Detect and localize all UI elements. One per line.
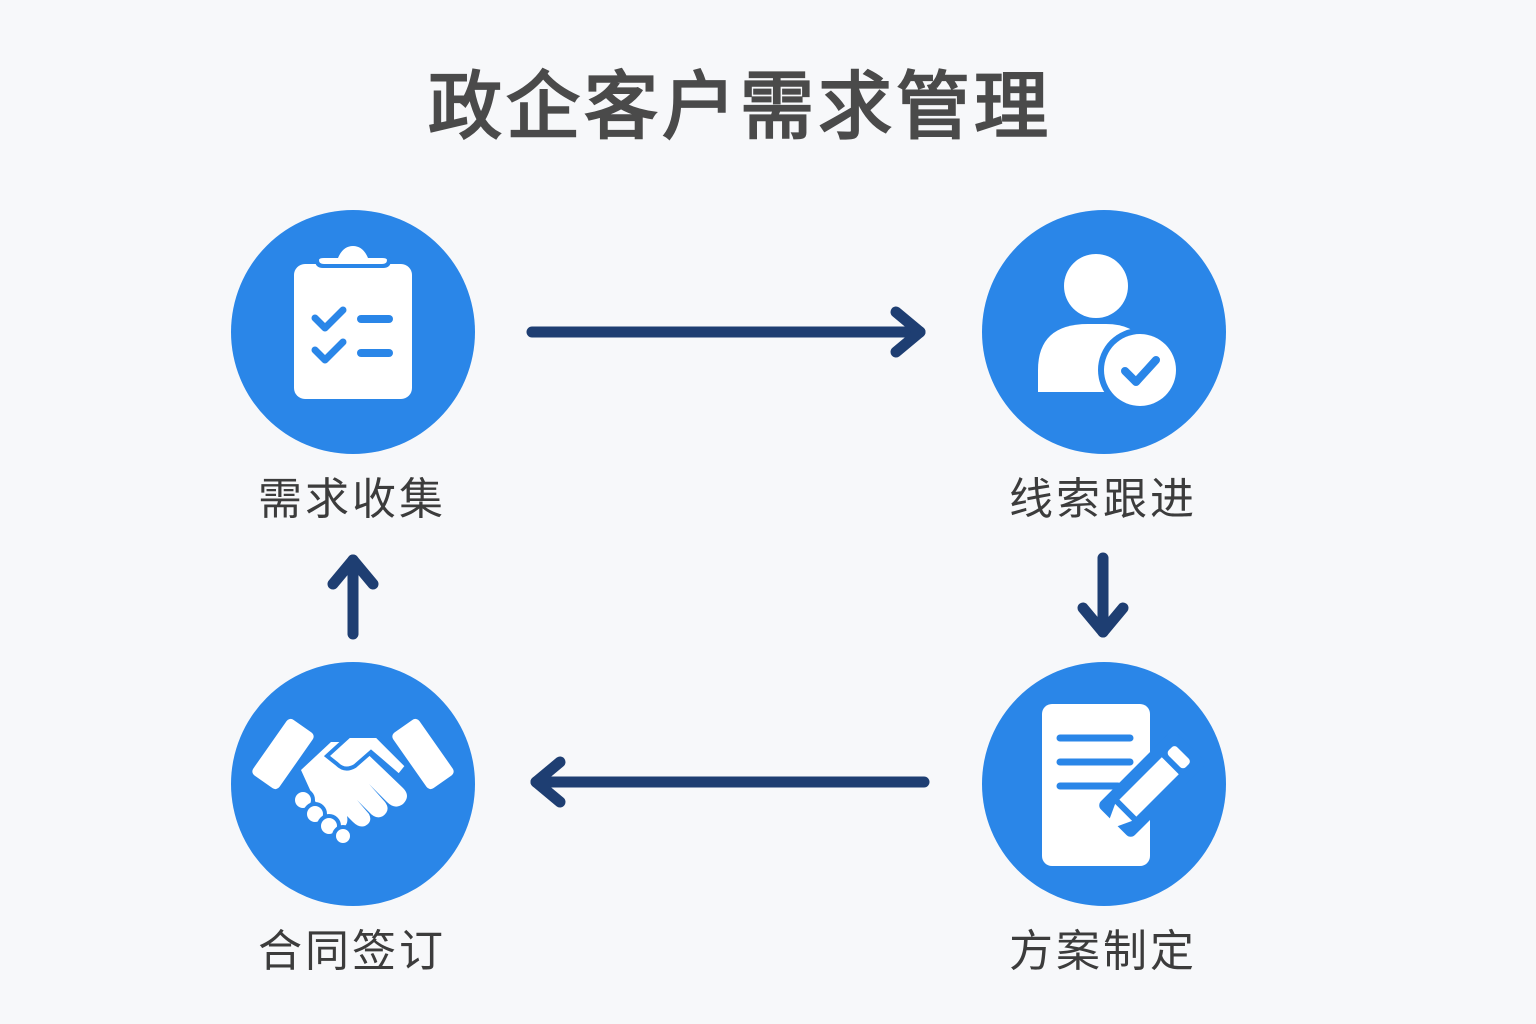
step-lead-follow-up: [982, 210, 1226, 454]
arrow-followup-to-proposal: [1077, 552, 1129, 638]
diagram-title: 政企客户需求管理: [428, 64, 1052, 150]
user-check-icon: [1038, 254, 1182, 412]
step-proposal-drafting: [982, 662, 1226, 906]
step-requirement-collection: [231, 210, 475, 454]
step-label: 线索跟进: [1009, 474, 1197, 525]
arrow-collection-to-followup: [526, 306, 926, 358]
arrow-contract-to-collection: [327, 554, 379, 640]
clipboard-checklist-icon: [294, 240, 412, 399]
document-edit-icon: [1042, 704, 1205, 866]
step-label: 合同签订: [258, 926, 446, 977]
step-label: 方案制定: [1009, 926, 1197, 977]
handshake-icon: [252, 718, 454, 847]
arrow-proposal-to-contract: [530, 756, 930, 808]
step-label: 需求收集: [258, 474, 446, 525]
step-contract-signing: [231, 662, 475, 906]
